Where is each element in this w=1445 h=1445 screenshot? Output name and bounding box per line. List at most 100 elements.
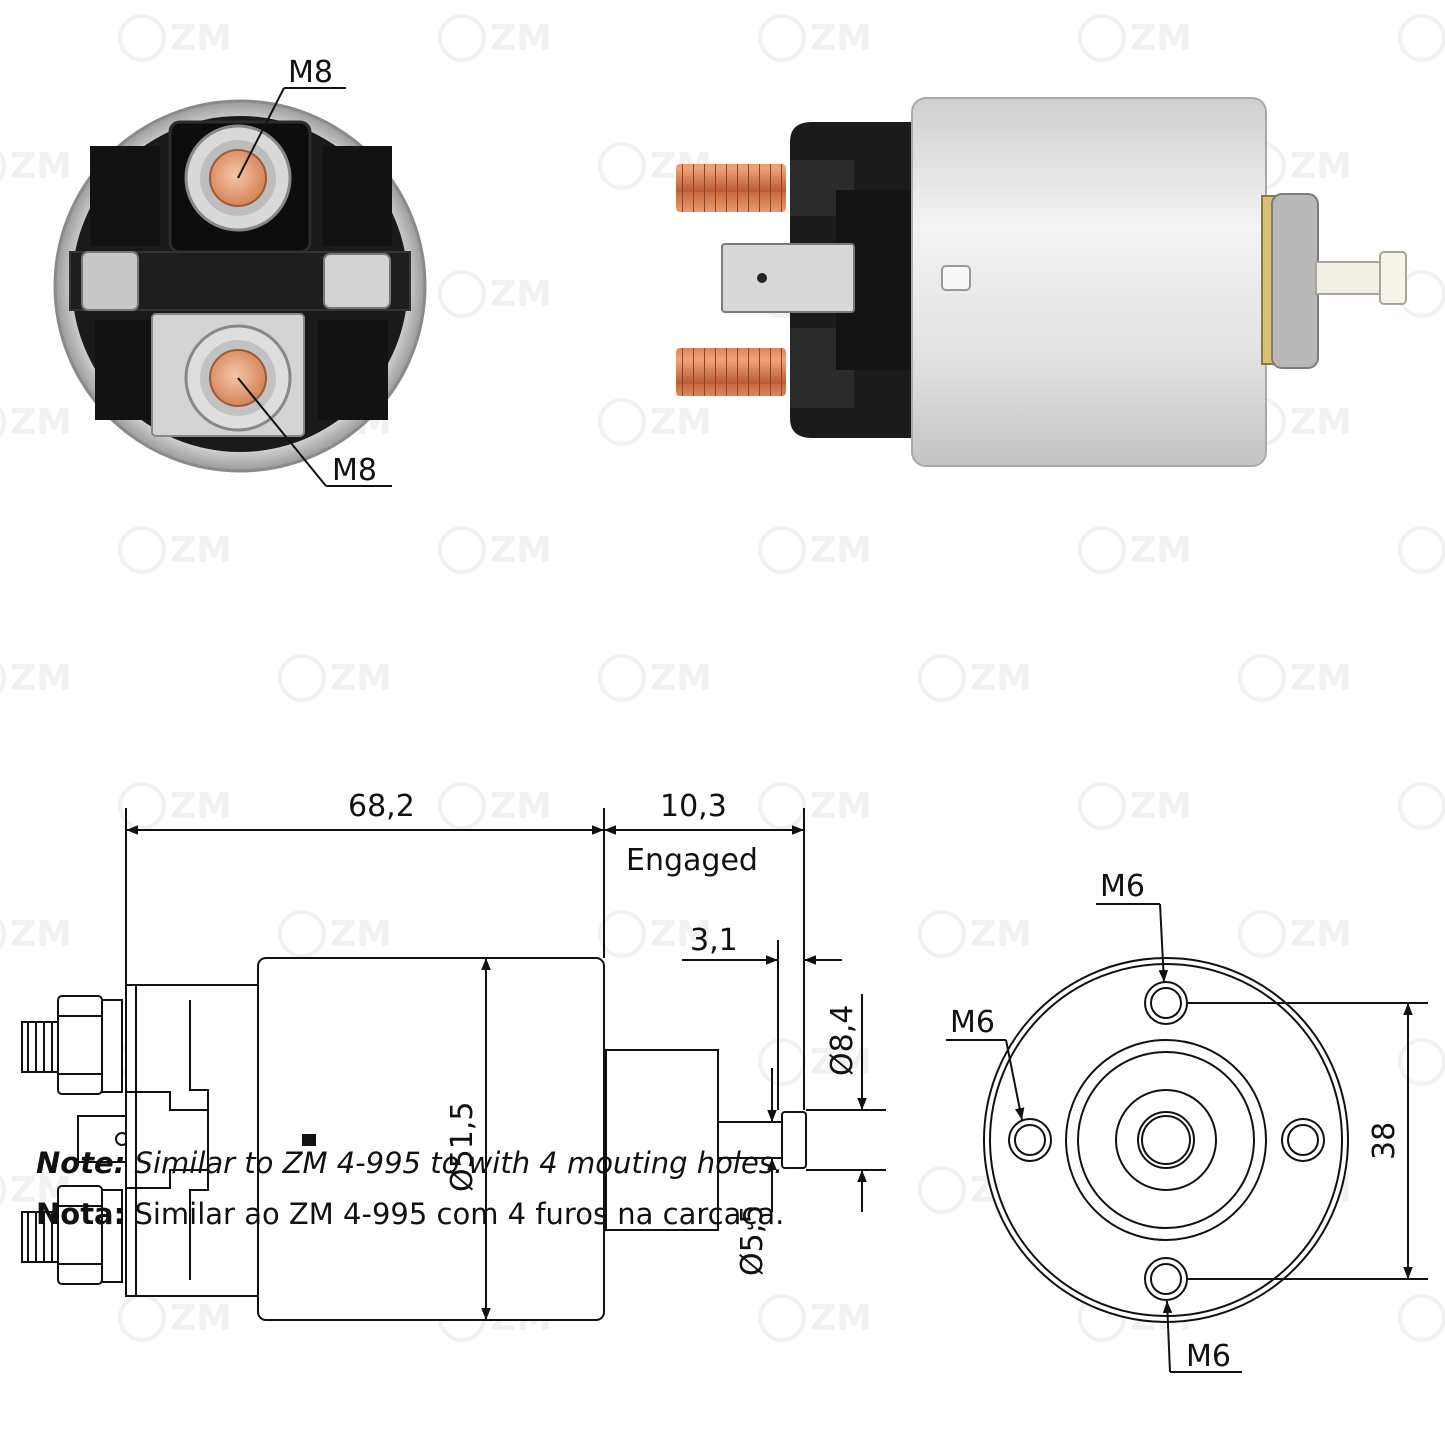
watermark-text: ZM: [650, 658, 712, 699]
label-hole-top: M6: [1100, 869, 1145, 904]
watermark-text: ZM: [490, 18, 552, 59]
watermark-ring: [0, 662, 6, 694]
watermark-ring: [918, 1166, 966, 1214]
mount-hole-bottom: [1144, 1257, 1188, 1301]
watermark-ring: [118, 526, 166, 574]
watermark-ring: [598, 142, 646, 190]
watermark-text: ZM: [330, 658, 392, 699]
watermark-ring: [1238, 910, 1286, 958]
watermark-text: ZM: [10, 146, 72, 187]
drawing-side-view: [21, 808, 886, 1321]
label-top-terminal: M8: [288, 55, 333, 90]
lower-copper-stud: [676, 348, 786, 396]
watermark-text: ZM: [810, 786, 872, 827]
drawing-rear-view: [946, 903, 1428, 1373]
dim-shaft-diameter: Ø5,5: [735, 1205, 770, 1276]
watermark-ring: [1398, 14, 1445, 62]
watermark-text: ZM: [170, 530, 232, 571]
watermark-text: ZM: [810, 1298, 872, 1339]
watermark-ring: [758, 1294, 806, 1342]
spade-terminal: [721, 243, 855, 313]
watermark-ring: [1078, 526, 1126, 574]
note-portuguese: Nota: Similar ao ZM 4-995 com 4 furos na…: [36, 1197, 784, 1231]
watermark-ring: [1398, 1038, 1445, 1086]
watermark-ring: [1078, 782, 1126, 830]
rear-view-labels: M6 M6 M6 38: [950, 869, 1402, 1374]
dim-hole-spacing: 38: [1367, 1122, 1402, 1160]
dim-body-length: 68,2: [348, 789, 415, 824]
watermark-ring: [0, 406, 6, 438]
watermark-ring: [1398, 1294, 1445, 1342]
watermark-ring: [918, 910, 966, 958]
photo-side-view: [676, 97, 1407, 467]
dim-tip-diameter: Ø8,4: [825, 1005, 860, 1076]
dim-shaft-step: 3,1: [690, 923, 738, 958]
watermark-text: ZM: [1290, 658, 1352, 699]
watermark-text: ZM: [1290, 146, 1352, 187]
label-bottom-terminal: M8: [332, 453, 377, 488]
watermark-text: ZM: [1290, 914, 1352, 955]
watermark-text: ZM: [490, 530, 552, 571]
label-hole-bottom: M6: [1186, 1339, 1231, 1374]
note-portuguese-text: Similar ao ZM 4-995 com 4 furos na carca…: [125, 1197, 785, 1231]
watermark-text: ZM: [330, 914, 392, 955]
watermark-ring: [758, 14, 806, 62]
watermark-text: ZM: [490, 786, 552, 827]
watermark-ring: [598, 654, 646, 702]
watermark-text: ZM: [650, 402, 712, 443]
watermark-ring: [118, 14, 166, 62]
watermark-text: ZM: [810, 18, 872, 59]
mount-hole-top: [1144, 981, 1188, 1025]
watermark-ring: [438, 14, 486, 62]
watermark-ring: [758, 1038, 806, 1086]
watermark-text: ZM: [10, 402, 72, 443]
dim-body-diameter: Ø51,5: [445, 1102, 480, 1192]
watermark-text: ZM: [650, 914, 712, 955]
photo-end-view: M8 M8: [53, 55, 427, 488]
note-english-text: Similar to ZM 4-995 to with 4 mouting ho…: [125, 1146, 784, 1180]
watermark-text: ZM: [970, 658, 1032, 699]
watermark-ring: [598, 910, 646, 958]
watermark-text: ZM: [1130, 786, 1192, 827]
watermark-ring: [0, 918, 6, 950]
watermark-ring: [1398, 526, 1445, 574]
label-hole-left: M6: [950, 1005, 995, 1040]
watermark-text: ZM: [10, 914, 72, 955]
white-plunger: [1315, 261, 1387, 295]
watermark-ring: [0, 1174, 6, 1206]
note-english-label: Note:: [36, 1146, 126, 1180]
watermark-ring: [918, 654, 966, 702]
watermark-text: ZM: [170, 786, 232, 827]
watermark-text: ZM: [1130, 18, 1192, 59]
dim-plunger-travel: 10,3: [660, 789, 727, 824]
watermark-ring: [278, 654, 326, 702]
mount-hole-right: [1281, 1118, 1325, 1162]
watermark-ring: [438, 270, 486, 318]
watermark-text: ZM: [170, 1298, 232, 1339]
drawing-body: [257, 957, 605, 1321]
watermark-ring: [1078, 14, 1126, 62]
watermark-ring: [438, 526, 486, 574]
side-view-dimension-labels: 68,2 10,3 Engaged 3,1 Ø51,5 Ø8,4 Ø5,5: [348, 789, 860, 1276]
watermark-text: ZM: [10, 658, 72, 699]
watermark-text: ZM: [1130, 530, 1192, 571]
rear-flange: [1271, 193, 1319, 369]
dim-plunger-state: Engaged: [626, 843, 758, 878]
watermark-ring: [1238, 654, 1286, 702]
watermark-ring: [278, 910, 326, 958]
watermark-text: ZM: [490, 274, 552, 315]
note-english: Note: Similar to ZM 4-995 to with 4 mout…: [36, 1146, 783, 1180]
watermark-ring: [438, 782, 486, 830]
watermark-ring: [1398, 782, 1445, 830]
watermark-ring: [0, 150, 6, 182]
watermark-text: ZM: [970, 914, 1032, 955]
upper-copper-stud: [676, 164, 786, 212]
watermark-text: ZM: [170, 18, 232, 59]
watermark-ring: [118, 1294, 166, 1342]
watermark-ring: [758, 526, 806, 574]
watermark-ring: [758, 782, 806, 830]
mount-hole-left: [1008, 1118, 1052, 1162]
watermark-text: ZM: [810, 530, 872, 571]
note-portuguese-label: Nota:: [36, 1197, 126, 1231]
